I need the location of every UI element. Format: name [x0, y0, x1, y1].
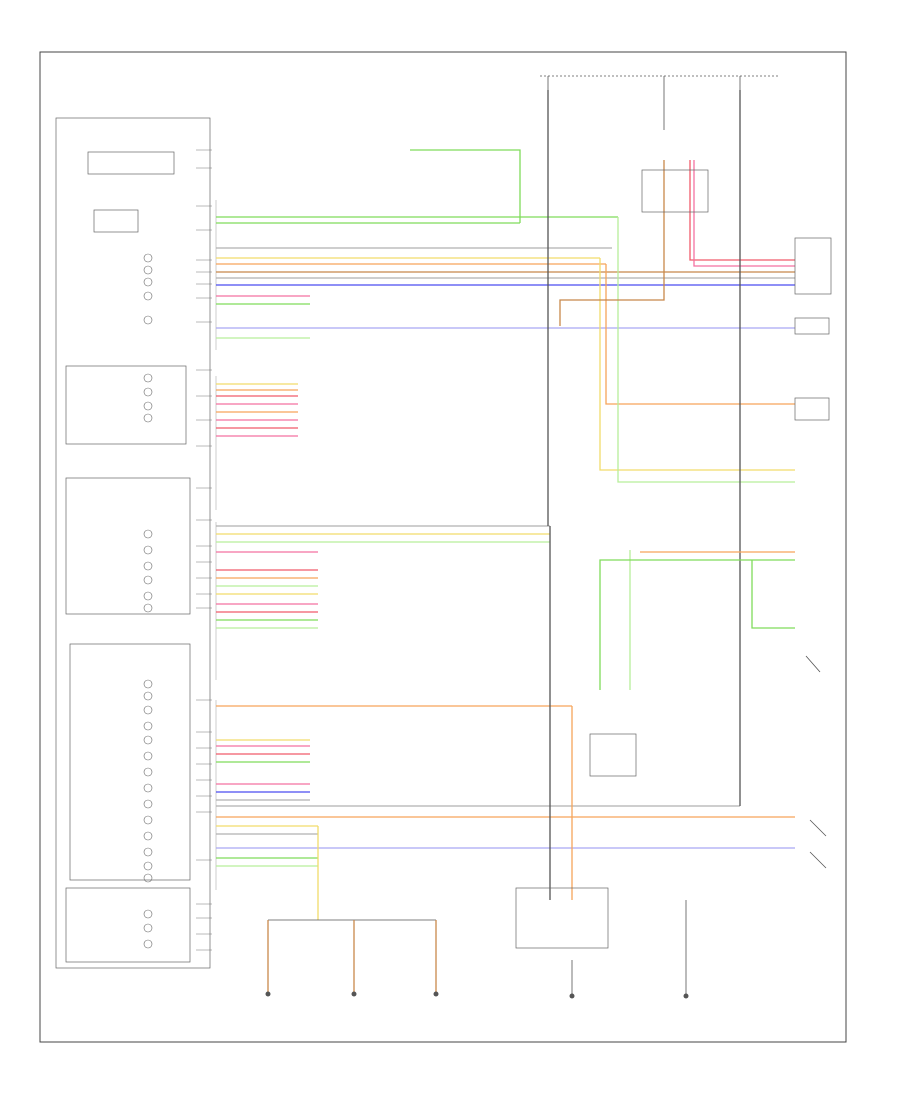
- wire-green-right: [617, 217, 795, 483]
- cluster-pin-ticks: [196, 149, 212, 951]
- wire-brown-top: [559, 160, 665, 326]
- wire-red-top: [689, 160, 795, 261]
- speedometer-box: [87, 151, 175, 175]
- chime-module-box: [65, 477, 191, 615]
- diagram-frame: [39, 51, 847, 1043]
- odometer-box: [69, 643, 191, 881]
- relay-box: [641, 169, 709, 213]
- fuse-strip: [540, 75, 780, 130]
- brake-switch-box: [589, 733, 637, 777]
- grounds: [265, 900, 689, 999]
- wire-pink-top: [693, 160, 795, 267]
- instrument-cluster: [55, 117, 212, 969]
- switch-3: [809, 851, 827, 869]
- switch-1: [805, 655, 821, 673]
- cluster-outline: [55, 117, 211, 969]
- vertical-wires: [317, 90, 795, 920]
- wire-bundle: [216, 216, 795, 867]
- fuel-gauge-box: [93, 209, 139, 233]
- lamp-driver-box: [65, 887, 191, 963]
- wire-green-vert: [599, 559, 795, 690]
- ground-point-4: [569, 993, 575, 999]
- sensor-small-box: [794, 317, 830, 335]
- ground-point-1: [265, 991, 271, 997]
- right-components: [515, 169, 832, 949]
- switch-2: [809, 819, 827, 837]
- wire-orange-drop: [605, 264, 795, 405]
- transmission-sensor-box: [794, 237, 832, 295]
- ground-point-2: [351, 991, 357, 997]
- indicator-bulbs: [143, 253, 153, 949]
- ground-junction-box: [515, 887, 609, 949]
- wire-yellow-drop: [599, 258, 795, 471]
- wire-green-right2: [751, 560, 795, 629]
- fuel-sender-box: [794, 397, 830, 421]
- wire-green-drop: [410, 149, 521, 223]
- ground-point-3: [433, 991, 439, 997]
- warning-lamps-box: [65, 365, 187, 445]
- ground-point-5: [683, 993, 689, 999]
